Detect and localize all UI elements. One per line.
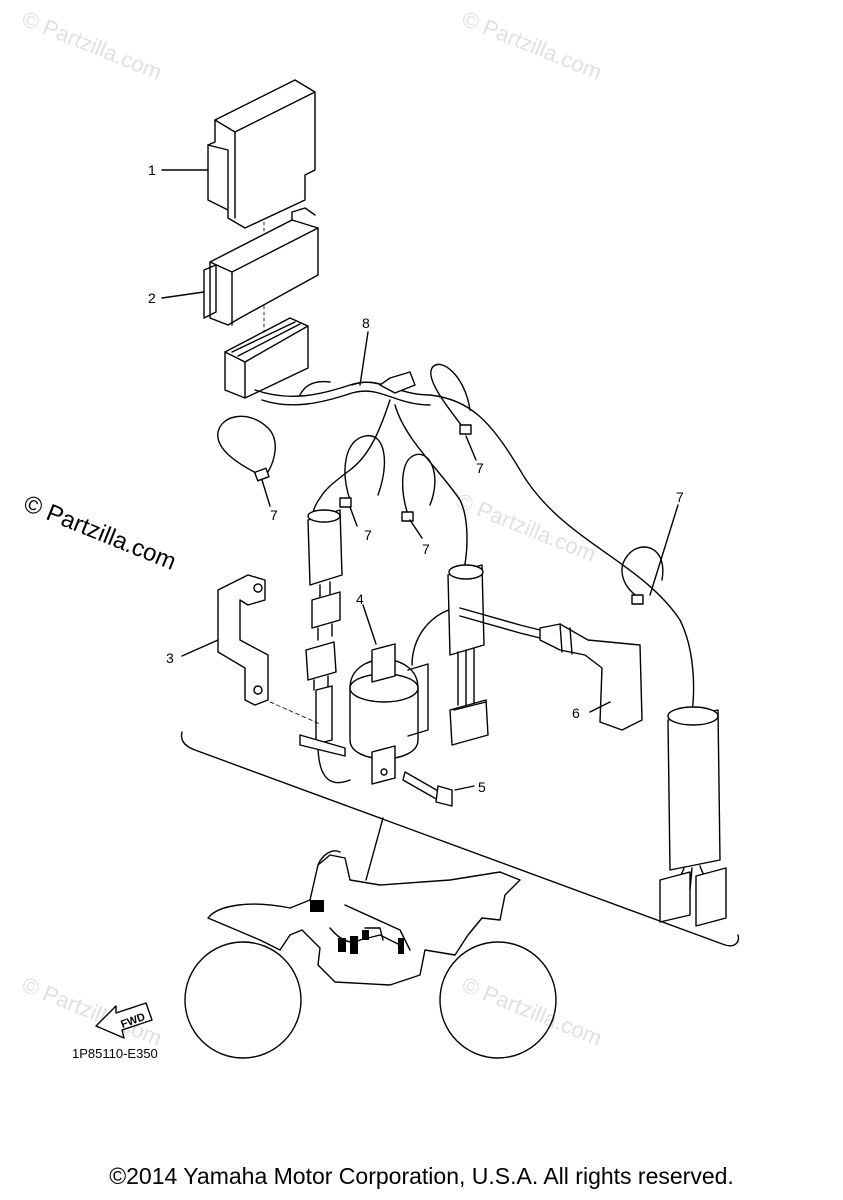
spark-plug-cap-part-6 (459, 607, 643, 731)
cdi-holder-part-2 (203, 207, 319, 326)
wire-tube-right (659, 706, 727, 927)
wire-tube-middle (447, 564, 489, 746)
callout-3: 3 (166, 650, 174, 666)
callout-7c: 7 (422, 541, 430, 557)
ignition-coil-part-4 (349, 607, 461, 785)
bracket-part-3 (217, 574, 269, 706)
callout-5: 5 (478, 779, 486, 795)
callout-1: 1 (148, 162, 156, 178)
motorcycle-location-view (184, 850, 557, 1059)
callout-7b: 7 (364, 527, 372, 543)
diagram-code: 1P85110-E350 (72, 1046, 158, 1061)
copyright-notice: ©2014 Yamaha Motor Corporation, U.S.A. A… (109, 1163, 734, 1189)
callout-2: 2 (148, 290, 156, 306)
callout-4: 4 (356, 591, 364, 607)
bolt-part-5 (402, 771, 453, 807)
detail-enclosure-line (180, 731, 740, 947)
callout-8: 8 (362, 315, 370, 331)
callout-7d: 7 (476, 460, 484, 476)
wire-tube-left (299, 497, 351, 784)
callout-7e: 7 (676, 489, 684, 505)
arrow-fwd-icon (95, 1002, 153, 1039)
callout-6: 6 (572, 705, 580, 721)
wire-harness-part-8 (254, 371, 695, 713)
clamp-part-7 (217, 363, 664, 605)
cdi-connector (224, 317, 309, 399)
callout-7a: 7 (270, 507, 278, 523)
cdi-unit-part-1 (207, 79, 316, 229)
